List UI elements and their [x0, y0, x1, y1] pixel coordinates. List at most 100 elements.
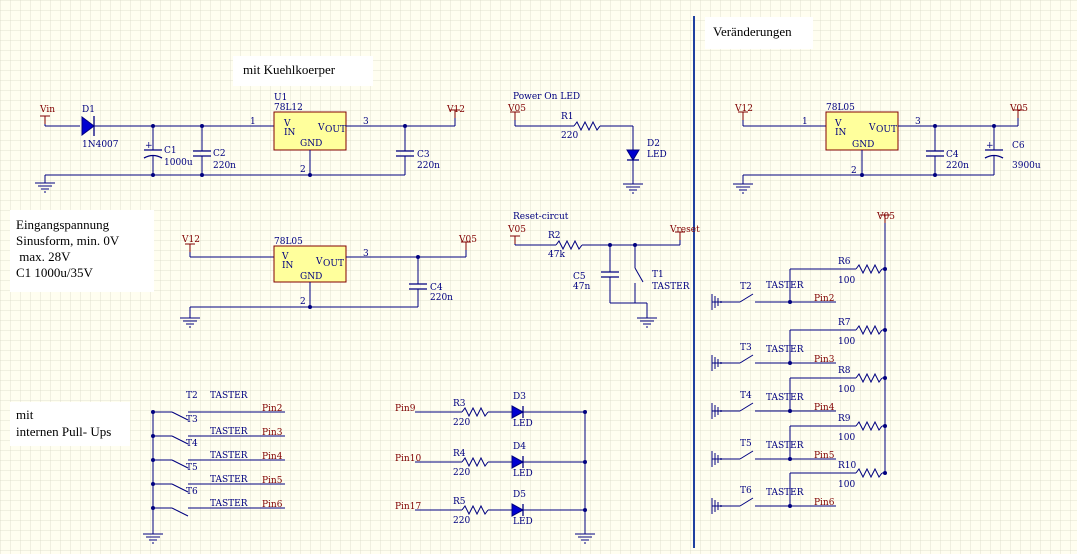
left-switch-net: Pin3	[262, 428, 283, 438]
c5-value: 47n	[573, 282, 590, 292]
left-switch-value: TASTER	[210, 391, 248, 401]
left-switch-ref: T4	[186, 439, 198, 449]
led-value: LED	[513, 419, 533, 429]
led-resistor-value: 220	[453, 418, 470, 428]
right-resistor-ref: R8	[838, 366, 851, 376]
u1-value: 78L12	[274, 103, 303, 113]
title-reset: Reset-circut	[513, 212, 569, 222]
u3-vout-label: V	[868, 123, 876, 133]
led-net: Pin10	[395, 454, 421, 464]
led-diode	[511, 405, 525, 419]
note-kuehlkoerper: mit Kuehlkoerper	[233, 56, 373, 86]
u1-pin2: 2	[300, 165, 306, 175]
right-resistor-value: 100	[838, 433, 855, 443]
right-switch-ref: T4	[740, 391, 752, 401]
right-switch-value: TASTER	[766, 393, 804, 403]
left-switch-ref: T5	[186, 463, 198, 473]
supply-12v-circuit: Vin D1 1N4007 + C1 1000u C2 220n U1 78L1…	[34, 93, 465, 193]
right-switch-net: Pin6	[814, 498, 835, 508]
power-label-v12-out: V12	[446, 105, 465, 115]
right-switch-net: Pin2	[814, 294, 834, 304]
led-value: LED	[513, 469, 533, 479]
u2-gnd-label: GND	[300, 272, 322, 282]
c2-ref: C2	[213, 149, 226, 159]
right-switch-ref: T2	[740, 282, 752, 292]
r2-ref: R2	[548, 231, 561, 241]
c4-ref: C4	[430, 283, 443, 293]
title-power-led: Power On LED	[513, 92, 580, 102]
right-switch-net: Pin4	[814, 403, 835, 413]
u3-vout-sub: OUT	[876, 125, 897, 135]
u1-vin-sub: IN	[284, 128, 296, 138]
u2-pin2: 2	[300, 297, 306, 307]
c4b-ref: C4	[946, 150, 959, 160]
power-label-v05-c: V05	[507, 225, 526, 235]
right-resistor-ref: R9	[838, 414, 851, 424]
right-resistor-ref: R10	[838, 461, 857, 471]
note-aenderungen-text: Veränderungen	[713, 24, 792, 39]
c1-ref: C1	[164, 146, 177, 156]
d1-ref: D1	[82, 105, 95, 115]
c4b-value: 220n	[946, 161, 969, 171]
left-switch-net: Pin6	[262, 500, 283, 510]
c6-ref: C6	[1012, 141, 1025, 151]
d1-value: 1N4007	[82, 140, 119, 150]
left-switch-value: TASTER	[210, 475, 248, 485]
right-switch-value: TASTER	[766, 441, 804, 451]
left-switch-ref: T3	[186, 415, 198, 425]
c3-value: 220n	[417, 161, 440, 171]
c1-plus: +	[145, 141, 153, 151]
supply-5v-modified-circuit: V12 1 78L05 V IN V OUT GND 3 2 V05 C4 22…	[732, 103, 1041, 194]
right-resistor-ref: R7	[838, 318, 851, 328]
note-pullups: mit internen Pull- Ups	[10, 402, 130, 446]
led-net: Pin17	[395, 502, 421, 512]
power-label-v12-right: V12	[734, 104, 753, 114]
led-resistor-ref: R5	[453, 497, 466, 507]
c1-value: 1000u	[164, 158, 193, 168]
u1-vout-sub: OUT	[325, 125, 346, 135]
right-switch-net: Pin3	[814, 355, 835, 365]
r1-ref: R1	[561, 112, 574, 122]
power-label-vreset: Vreset	[669, 225, 700, 235]
left-switch-value: TASTER	[210, 499, 248, 509]
left-switch-value: TASTER	[210, 427, 248, 437]
led-diode	[511, 455, 525, 469]
u2-vout-label: V	[315, 257, 323, 267]
note-eingang: Eingangspannung Sinusform, min. 0V max. …	[10, 210, 154, 292]
led-resistor-ref: R3	[453, 399, 466, 409]
right-resistor-value: 100	[838, 337, 855, 347]
d2-ref: D2	[647, 139, 660, 149]
u3-pin2: 2	[851, 166, 857, 176]
led-resistor-ref: R4	[453, 449, 466, 459]
left-switch-ref: T2	[186, 391, 198, 401]
reset-circuit: Reset-circut V05 R2 47k Vreset C5 47n T1…	[507, 212, 700, 328]
led-resistor-value: 220	[453, 468, 470, 478]
power-label-v05-a: V05	[458, 235, 477, 245]
note-eingang-line4: C1 1000u/35V	[16, 265, 94, 280]
c6-plus: +	[986, 141, 994, 151]
u3-vin-sub: IN	[835, 128, 847, 138]
left-switch-value: TASTER	[210, 451, 248, 461]
right-switch-value: TASTER	[766, 281, 804, 291]
u2-value: 78L05	[274, 237, 303, 247]
power-label-v05-b: V05	[507, 104, 526, 114]
u3-pin1: 1	[802, 117, 808, 127]
c5-ref: C5	[573, 272, 586, 282]
c3-ref: C3	[417, 150, 430, 160]
power-led-circuit: Power On LED V05 R1 220 D2 LED	[507, 92, 667, 194]
note-pullups-line2: internen Pull- Ups	[16, 424, 111, 439]
d2-value: LED	[647, 150, 667, 160]
regulator-u2	[273, 245, 347, 283]
u2-vin-label: V	[281, 252, 289, 262]
c6-value: 3900u	[1012, 161, 1041, 171]
